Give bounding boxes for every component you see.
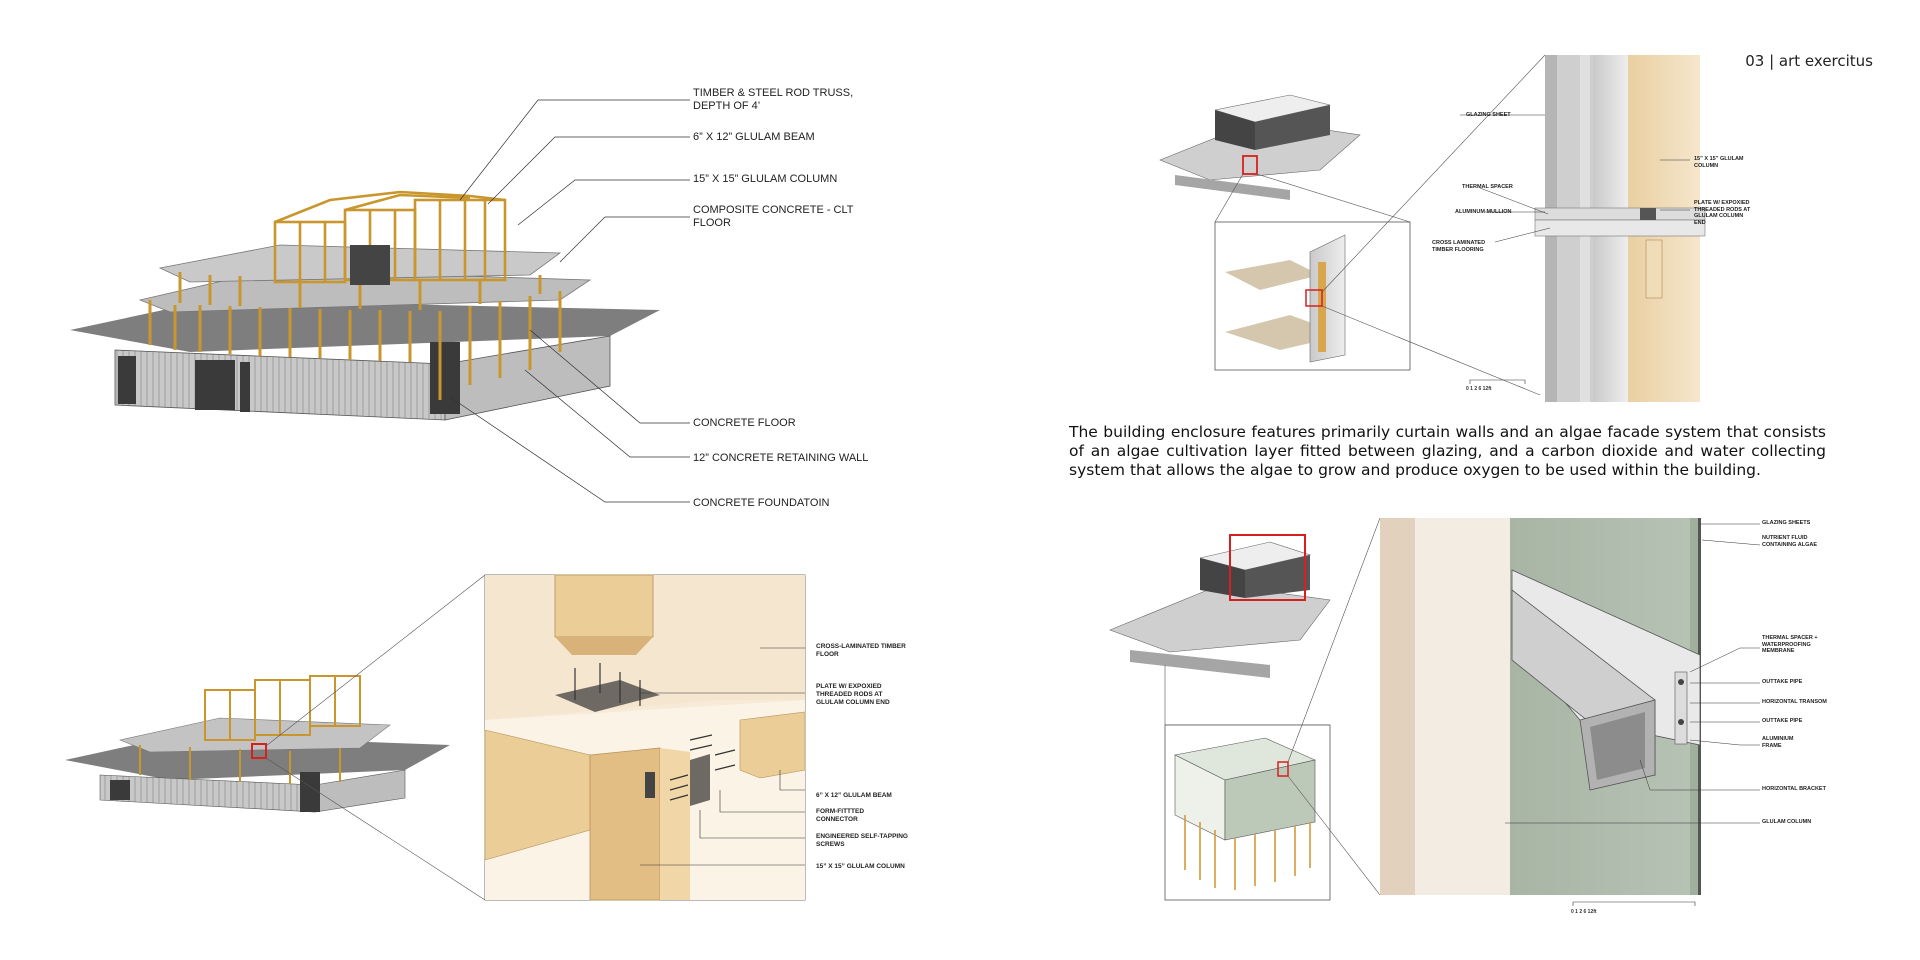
label-glulam-beam: 6” x 12” GLULAM BEAM xyxy=(693,131,815,143)
label-thermal-spacer: THERMAL SPACER xyxy=(1462,184,1513,190)
label-clt-floor: CROSS-LAMINATED TIMBER FLOOR xyxy=(816,643,906,658)
base-wall-front xyxy=(114,349,446,421)
label-plate-rods: PLATE W/ EXPOXIED THREADED RODS AT GLULA… xyxy=(816,683,890,706)
label-glazing-sheets: GLAZING SHEETS xyxy=(1762,520,1811,526)
ground-slab xyxy=(70,300,660,352)
connection-leaders xyxy=(640,647,805,866)
label-cw-plate: PLATE W/ EXPOXIED THREADED RODS AT GLULA… xyxy=(1694,200,1751,226)
curtain-wall-scale: 0 1 2 6 12ft xyxy=(1466,386,1492,392)
enclosure-description: The building enclosure features primaril… xyxy=(1069,423,1826,479)
label-horizontal-transom: HORIZONTAL TRANSOM xyxy=(1762,699,1827,705)
label-concrete-foundation: CONCRETE FOUNDATOIN xyxy=(693,497,830,509)
label-aluminium-frame: ALUMINIUM FRAME xyxy=(1762,736,1794,749)
label-conn-beam: 6” x 12” GLULAM BEAM xyxy=(816,792,892,799)
algae-scale: 0 1 2 6 12ft xyxy=(1571,909,1597,915)
label-glazing-sheet: GLAZING SHEET xyxy=(1466,112,1511,118)
label-horizontal-bracket: HORIZONTAL BRACKET xyxy=(1762,786,1826,792)
label-composite-floor: COMPOSITE CONCRETE - CLT FLOOR xyxy=(693,204,854,230)
label-outtake-pipe-2: OUTTAKE PIPE xyxy=(1762,718,1803,724)
label-aluminum-mullion: ALUMINUM MULLION xyxy=(1455,209,1512,215)
structure-axonometric xyxy=(70,99,690,503)
algae-leaders xyxy=(1505,523,1761,824)
glulam-columns xyxy=(148,272,562,400)
label-cw-column: 15” X 15” GLULAM COLUMN xyxy=(1694,156,1744,169)
label-algae-glulam-column: GLULAM COLUMN xyxy=(1762,819,1812,825)
label-glulam-column: 15” x 15” GLULAM COLUMN xyxy=(693,173,838,185)
curtain-wall-drawings xyxy=(1159,54,1706,402)
label-screws: ENGINEERED SELF-TAPPING SCREWS xyxy=(816,833,908,848)
connection-axonometric xyxy=(65,574,806,901)
label-form-fitted: FORM-FITTTED CONNECTOR xyxy=(816,808,865,823)
label-concrete-floor: CONCRETE FLOOR xyxy=(693,417,796,429)
label-outtake-pipe-1: OUTTAKE PIPE xyxy=(1762,679,1803,685)
page-label: 03 | art exercitus xyxy=(1745,52,1873,70)
label-conn-column: 15” X 15” GLULAM COLUMN xyxy=(816,863,905,870)
label-nutrient-fluid: NUTRIENT FLUID CONTAINING ALGAE xyxy=(1762,535,1817,548)
label-truss: TIMBER & STEEL ROD TRUSS, DEPTH OF 4’ xyxy=(693,87,854,113)
label-clt-flooring: CROSS LAMINATED TIMBER FLOORING xyxy=(1432,240,1486,253)
label-retaining-wall: 12” CONCRETE RETAINING WALL xyxy=(693,452,869,464)
algae-facade-drawings xyxy=(1109,517,1761,906)
detail-highlight xyxy=(251,743,267,759)
label-thermal-spacer-membrane: THERMAL SPACER + WATERPROOFING MEMBRANE xyxy=(1762,635,1818,655)
structure-leaders xyxy=(449,99,690,503)
